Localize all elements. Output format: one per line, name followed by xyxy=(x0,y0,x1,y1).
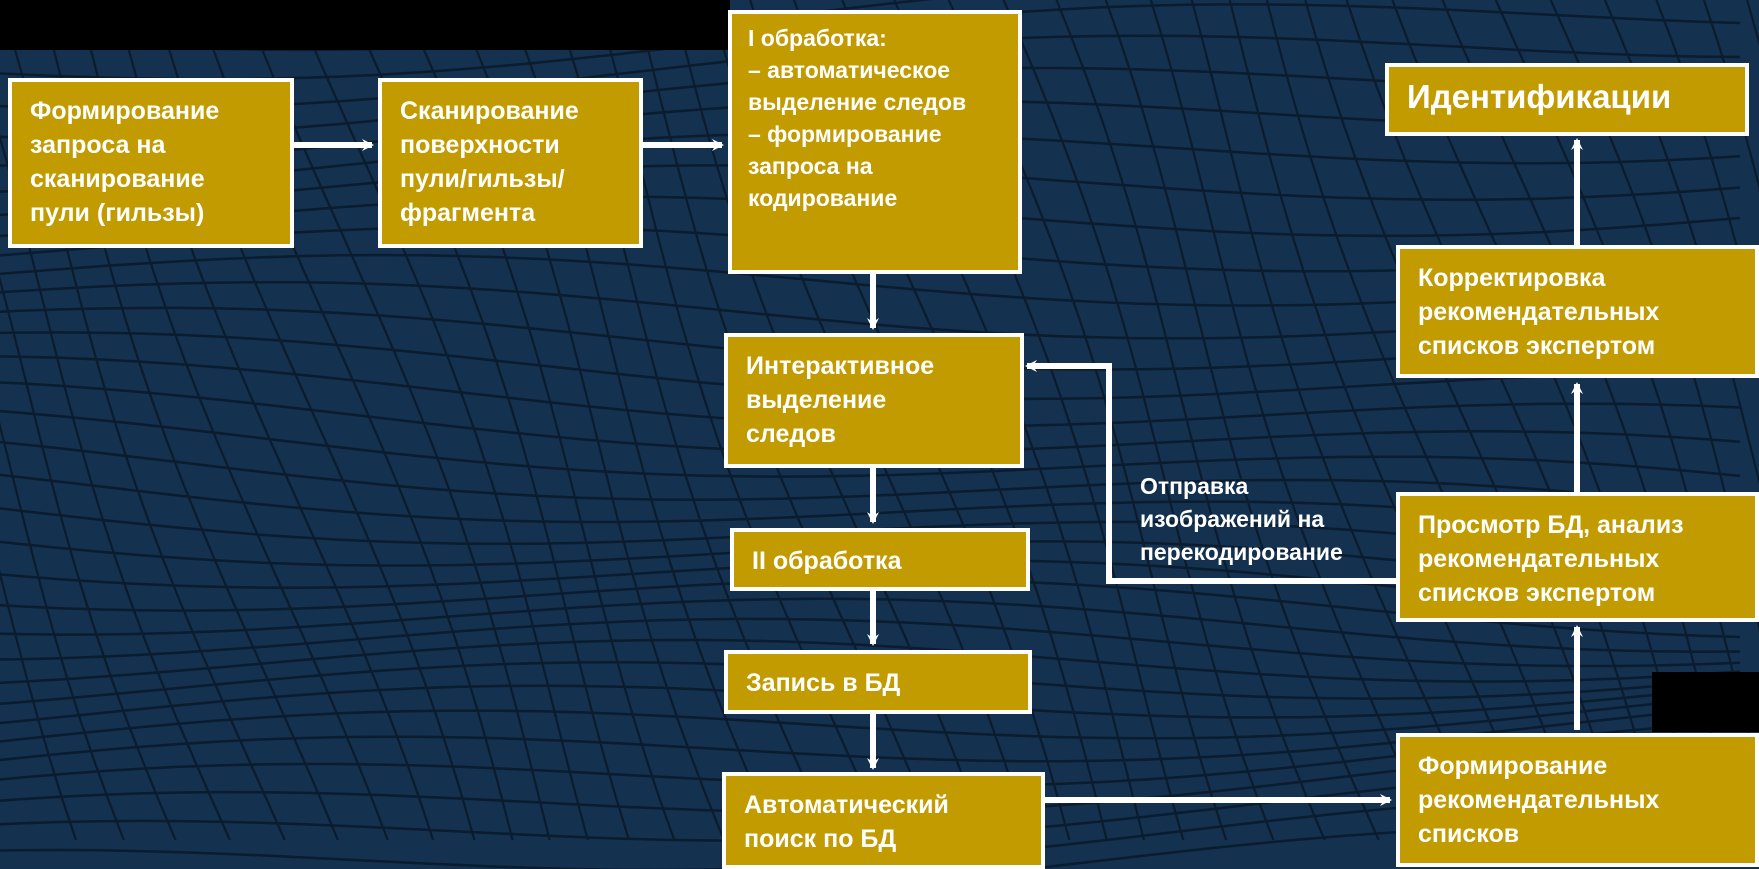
mesh-line xyxy=(0,693,1741,743)
node-correct-lists: Корректировка рекомендательных списков экс… xyxy=(1396,245,1759,378)
node-text-line: Формирование xyxy=(1418,752,1608,780)
mesh-line xyxy=(1702,0,1759,191)
node-text-line: рекомендательных xyxy=(1418,786,1660,814)
edge-label-line: Отправка xyxy=(1140,473,1249,499)
node-text-line: списков экспертом xyxy=(1418,579,1656,607)
node-text-line: списков экспертом xyxy=(1418,332,1656,360)
node-text-line: запроса на xyxy=(748,153,873,179)
node-request-scan: Формирование запроса на сканирование пули (… xyxy=(8,78,294,248)
node-db-write: Запись в БД xyxy=(724,650,1032,714)
mesh-line xyxy=(1304,0,1627,841)
mesh-line xyxy=(0,421,125,841)
node-text-line: Интерактивное xyxy=(746,352,935,380)
node-text-line: Запись в БД xyxy=(746,669,901,697)
mesh-line xyxy=(0,440,1741,511)
node-text-line: II обработка xyxy=(752,547,902,575)
node-text-line: Корректировка xyxy=(1418,264,1606,292)
mesh-line xyxy=(292,0,589,841)
node-text-line: – формирование xyxy=(748,121,942,147)
node-surface-scan: Сканирование поверхности пули/гильзы/фрагм… xyxy=(378,78,643,248)
node-text-line: списков xyxy=(1418,820,1520,848)
edge-label-line: перекодирование xyxy=(1140,539,1343,565)
mesh-line xyxy=(1655,0,1759,338)
node-text-line: кодирование xyxy=(748,185,898,211)
node-interactive-selection: Интерактивное выделение следов xyxy=(724,333,1024,468)
node-text-line: фрагмента xyxy=(400,199,536,227)
node-text-line: I обработка: xyxy=(748,25,887,51)
node-processing-1: I обработка: – автоматическое выделение сл… xyxy=(728,10,1022,274)
node-auto-search: Автоматический поиск по БД xyxy=(722,772,1045,869)
mesh-line xyxy=(1104,0,1380,841)
corner-black-block xyxy=(1652,672,1759,732)
node-text-line: поиск по БД xyxy=(744,825,897,853)
node-text-line: выделение xyxy=(746,386,887,414)
node-identification: Идентификации xyxy=(1385,63,1749,136)
node-form-lists: Формирование рекомендательных списков xyxy=(1396,733,1759,867)
node-processing-2: II обработка xyxy=(730,528,1030,591)
node-review-lists: Просмотр БД, анализ рекомендательных списк… xyxy=(1396,492,1759,622)
node-text-line: пули/гильзы/ xyxy=(400,165,565,193)
node-text-line: Идентификации xyxy=(1407,78,1672,115)
node-text-line: запроса на xyxy=(30,131,166,159)
mesh-line xyxy=(1345,0,1665,841)
node-text-line: пули (гильзы) xyxy=(30,199,205,227)
mesh-line xyxy=(241,0,551,841)
node-text-line: Автоматический xyxy=(744,791,949,819)
edge-label-line: изображений на xyxy=(1140,506,1325,532)
mesh-line xyxy=(1549,0,1759,632)
mesh-line xyxy=(0,133,231,841)
node-text-line: выделение следов xyxy=(748,89,967,115)
node-text-line: следов xyxy=(746,420,836,448)
mesh-line xyxy=(0,617,1741,668)
node-text-line: – автоматическое xyxy=(748,57,951,83)
node-text-line: рекомендательных xyxy=(1418,545,1660,573)
mesh-line xyxy=(0,597,1741,653)
mesh-line xyxy=(0,569,78,841)
node-text-line: Просмотр БД, анализ xyxy=(1418,511,1684,539)
mesh-line xyxy=(1603,0,1759,485)
mesh-line xyxy=(0,638,1741,685)
mesh-line xyxy=(1265,0,1585,841)
node-text-line: Сканирование xyxy=(400,97,579,125)
node-text-line: сканирование xyxy=(30,165,205,193)
node-text-line: поверхности xyxy=(400,131,560,159)
top-black-bar xyxy=(0,0,730,50)
mesh-line xyxy=(0,275,177,841)
mesh-line xyxy=(0,409,1741,478)
node-text-line: рекомендательных xyxy=(1418,298,1660,326)
label-send-for-recoding: Отправка изображений на перекодирование xyxy=(1140,470,1343,569)
node-text-line: Формирование xyxy=(30,97,220,125)
